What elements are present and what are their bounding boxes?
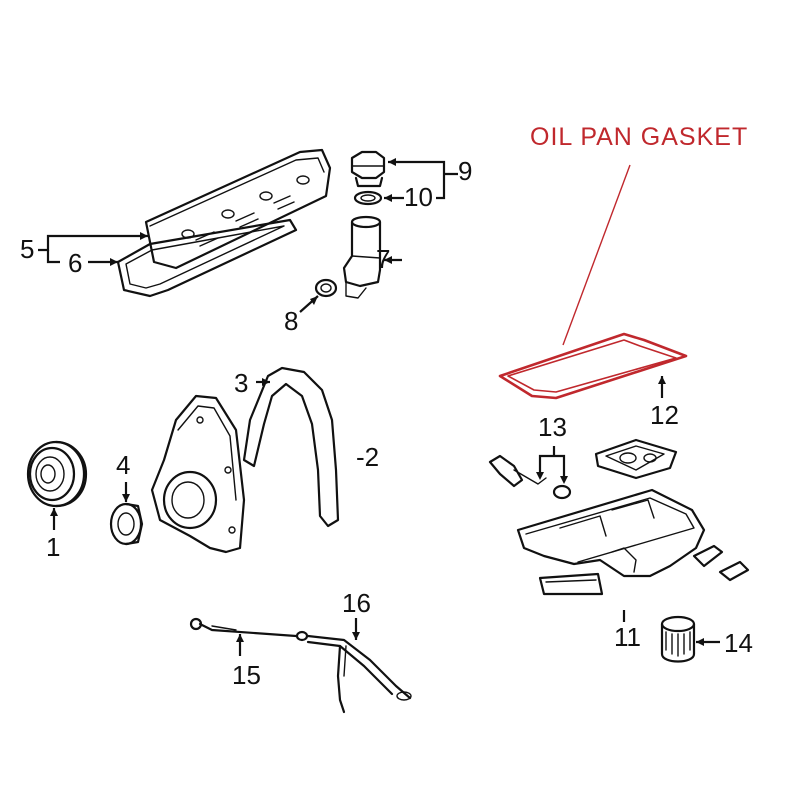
callout-12: 12 [650, 400, 679, 430]
filler-tube-seal-icon [314, 278, 338, 298]
callout-8: 8 [284, 306, 298, 336]
callout-14: 14 [724, 628, 753, 658]
callout-2: -2 [356, 442, 379, 472]
valve-cover-icon [144, 148, 332, 270]
cap-seal-icon [353, 190, 383, 206]
callout-5: 5 [20, 234, 34, 264]
oil-pan-gasket-label: OIL PAN GASKET [530, 123, 748, 151]
callout-10: 10 [404, 182, 433, 212]
callout-6: 6 [68, 248, 82, 278]
pickup-seal-icon [552, 484, 572, 500]
callout-13: 13 [538, 412, 567, 442]
oil-pan-gasket-icon [498, 332, 688, 400]
callout-16: 16 [342, 588, 371, 618]
callout-3: 3 [234, 368, 248, 398]
filler-cap-icon [350, 150, 386, 188]
oil-filter-icon [660, 615, 696, 663]
arrowheads [50, 158, 704, 646]
callout-15: 15 [232, 660, 261, 690]
oil-pan-icon [516, 488, 750, 596]
oil-pump-pickup-icon [488, 438, 678, 488]
dipstick-tube-icon [295, 630, 412, 714]
callout-7: 7 [376, 244, 390, 274]
oil-filler-tube-icon [342, 215, 382, 299]
callout-9: 9 [458, 156, 472, 186]
valve-cover-gasket-icon [116, 218, 298, 298]
crankshaft-balancer-icon [26, 440, 88, 508]
dipstick-icon [189, 617, 298, 638]
oil-pan-gasket-leader-line [562, 164, 631, 346]
front-cover-gasket-icon [242, 366, 340, 528]
front-seal-icon [109, 502, 144, 546]
callout-11: 11 [614, 622, 641, 652]
callout-4: 4 [116, 450, 130, 480]
callout-1: 1 [46, 532, 60, 562]
front-cover-icon [150, 394, 246, 554]
